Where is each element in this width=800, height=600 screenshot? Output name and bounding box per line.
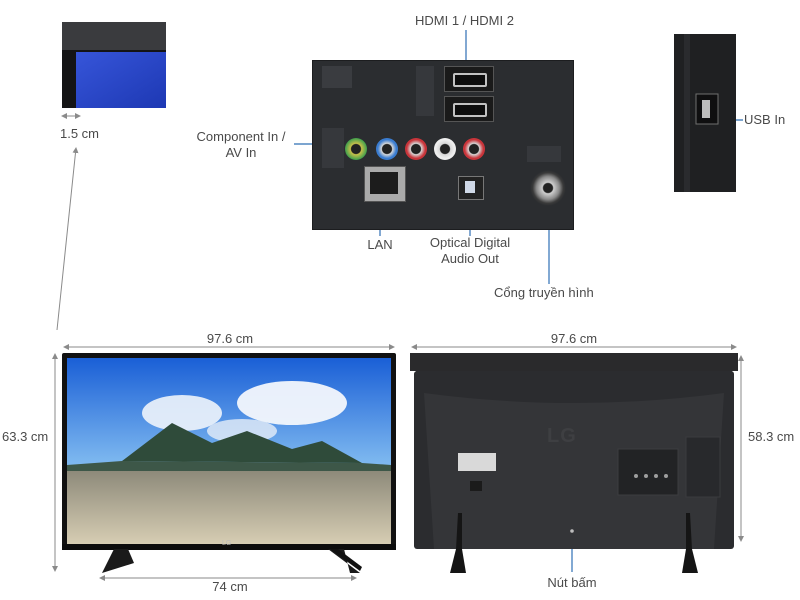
front-height-label: 63.3 cm xyxy=(2,429,49,445)
front-width-label: 97.6 cm xyxy=(206,331,254,346)
tv-front-image: LG xyxy=(62,353,396,575)
back-height-label: 58.3 cm xyxy=(748,429,795,445)
usb-closeup-image xyxy=(674,34,736,192)
component-jack-blue xyxy=(376,138,398,160)
component-jack-yellow-green xyxy=(345,138,367,160)
optical-port xyxy=(458,176,484,200)
component-label: Component In / AV In xyxy=(186,129,296,161)
component-jack-red-2 xyxy=(463,138,485,160)
component-label-line1: Component In / xyxy=(196,129,286,144)
lan-label: LAN xyxy=(367,237,393,252)
optical-label-line2: Audio Out xyxy=(441,251,499,266)
antenna-label: Cổng truyền hình xyxy=(494,285,594,300)
hdmi-port-2 xyxy=(444,96,494,122)
front-logo: LG xyxy=(222,540,232,547)
component-jack-white xyxy=(434,138,456,160)
stand-width-label: 74 cm xyxy=(212,579,248,594)
button-label: Nút bấm xyxy=(547,575,597,590)
bezel-closeup-image xyxy=(62,22,166,108)
back-logo: LG xyxy=(547,425,577,447)
component-jack-red-1 xyxy=(405,138,427,160)
lan-port xyxy=(364,166,406,202)
optical-label-line1: Optical Digital xyxy=(429,235,511,250)
hdmi-port-1 xyxy=(444,66,494,92)
tv-back-image: LG xyxy=(410,353,738,575)
component-label-line2: AV In xyxy=(225,145,257,160)
usb-label: USB In xyxy=(744,112,786,127)
hdmi-label: HDMI 1 / HDMI 2 xyxy=(415,13,514,28)
optical-label: Optical Digital Audio Out xyxy=(420,235,520,267)
bezel-pointer-line xyxy=(56,147,79,331)
back-width-label: 97.6 cm xyxy=(550,331,598,346)
bezel-label: 1.5 cm xyxy=(60,126,100,141)
antenna-port xyxy=(530,170,566,206)
